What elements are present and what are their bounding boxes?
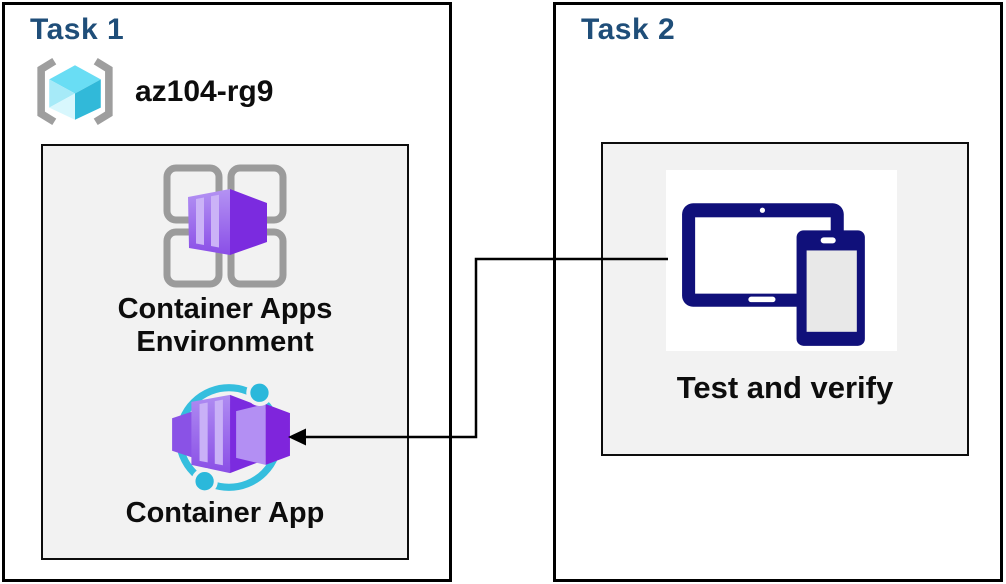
container-app-label: Container App [125,497,325,529]
task2-title: Task 2 [581,13,676,46]
task1-title: Task 1 [30,13,125,46]
tablet-and-phone-icon [682,203,865,346]
environment-label: Container Apps Environment [43,293,407,359]
test-and-verify-icon-area [666,170,897,351]
task1-inner-box: Container Apps Environment [41,144,409,560]
task2-inner-box: Test and verify [601,142,969,456]
resource-group-row: az104-rg9 [27,55,273,128]
resource-group-name: az104-rg9 [135,74,274,108]
resource-group-icon [37,57,113,126]
environment-label-line1: Container Apps [117,293,333,325]
container-apps-environment-icon [163,164,287,288]
test-and-verify-label: Test and verify [676,370,894,405]
task1-panel: Task 1 az104-rg9 [2,2,452,582]
task2-panel: Task 2 Test and verify [553,2,1003,582]
environment-label-line2: Environment [136,326,314,358]
container-app-icon [172,379,290,495]
